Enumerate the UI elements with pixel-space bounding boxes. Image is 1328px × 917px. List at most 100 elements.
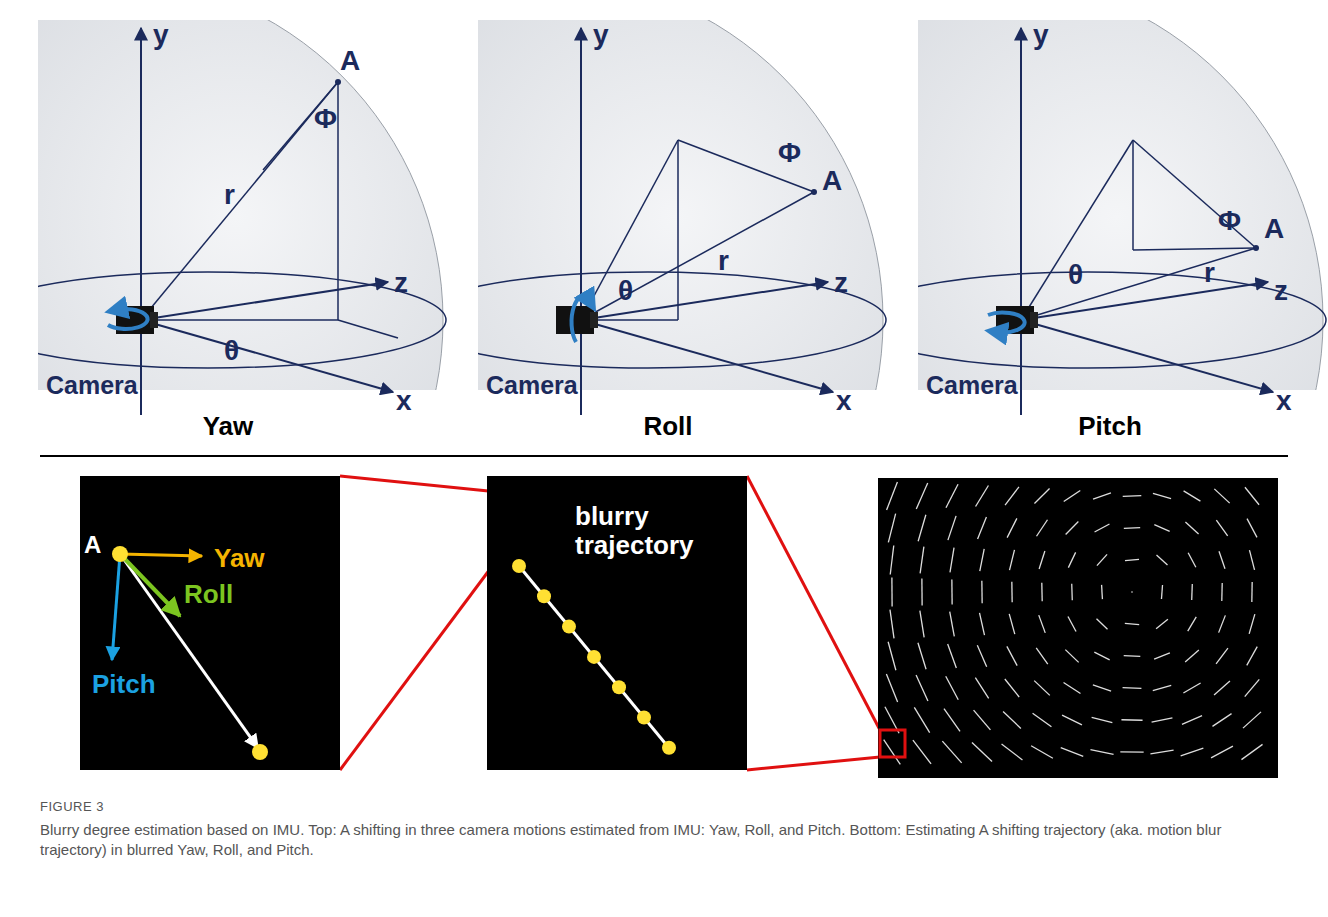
label-text: Pitch [92, 670, 156, 699]
construction-line [1133, 248, 1256, 250]
z-axis [141, 282, 388, 320]
label-text: Φ [1218, 206, 1241, 237]
z-axis [1021, 282, 1268, 320]
construction-line [141, 319, 338, 321]
label-text: A [822, 166, 842, 197]
blur-stroke [1249, 614, 1255, 634]
construction-line [141, 82, 338, 320]
x-axis [1021, 320, 1273, 392]
construction-line [1021, 140, 1133, 320]
blur-stroke [1002, 744, 1023, 760]
blur-stroke [1249, 550, 1254, 570]
point-a [1253, 245, 1259, 251]
label-text: Φ [778, 138, 801, 169]
blur-stroke [1123, 687, 1142, 689]
blur-stroke [1031, 746, 1053, 758]
zoom-line [747, 757, 880, 770]
label-text: FIGURE 3 [40, 800, 104, 814]
blur-stroke [916, 675, 928, 701]
label-text: z [394, 268, 408, 299]
sphere [918, 20, 1323, 390]
blur-stroke [1185, 522, 1198, 534]
point-a [811, 189, 817, 195]
label-text: θ [1068, 260, 1083, 291]
label-text: θ [618, 276, 633, 307]
blur-stroke [974, 710, 991, 730]
end-point [252, 744, 268, 760]
blur-stroke [1245, 487, 1259, 505]
blur-stroke [1034, 489, 1049, 504]
blur-stroke [1216, 520, 1227, 536]
blur-stroke [1156, 555, 1167, 565]
blur-stroke [946, 676, 959, 699]
point-a [335, 79, 341, 85]
equator [478, 272, 886, 368]
blur-stroke [1039, 551, 1045, 569]
blur-stroke [1061, 748, 1084, 757]
blur-stroke [1097, 619, 1108, 630]
label-text: Roll [643, 412, 692, 441]
blur-stroke [914, 707, 929, 732]
blur-stroke [921, 579, 923, 606]
blur-stroke [1245, 679, 1260, 696]
zoom-line [747, 476, 880, 730]
blur-stroke [1214, 489, 1229, 503]
blur-stroke [1041, 583, 1043, 602]
blur-stroke [1214, 681, 1230, 695]
blur-dot [1131, 591, 1133, 593]
blur-stroke [1003, 712, 1021, 729]
blur-stroke [887, 482, 898, 510]
zoom-panel: blurry trajectory [487, 476, 747, 770]
blur-stroke [1064, 683, 1081, 694]
trajectory-dot [562, 620, 576, 634]
blur-stroke [1124, 527, 1140, 529]
blur-stroke [1062, 715, 1082, 725]
blur-stroke [1216, 648, 1228, 664]
blur-stroke [972, 743, 992, 762]
blur-stroke [1154, 525, 1169, 532]
blur-stroke [1182, 716, 1202, 725]
point-a [112, 546, 128, 562]
sphere-group [38, 20, 446, 390]
blur-stroke [1152, 718, 1173, 722]
sphere [38, 20, 443, 390]
rotation-arrow [988, 312, 1025, 332]
blur-stroke [913, 740, 931, 764]
label-text: Camera [486, 372, 578, 400]
blur-stroke [1123, 495, 1142, 497]
blur-stroke [1153, 685, 1171, 690]
equator [918, 272, 1326, 368]
blur-field-panel [878, 478, 1278, 778]
blur-stroke [946, 484, 958, 507]
construction-line [1133, 140, 1256, 248]
blur-stroke [981, 581, 983, 604]
label-text: A [84, 532, 101, 558]
x-axis [581, 320, 833, 392]
blur-stroke [1191, 584, 1193, 600]
blur-stroke [1247, 519, 1257, 538]
blur-stroke [1095, 524, 1110, 532]
trajectory-dot [637, 711, 651, 725]
y-axis [140, 28, 142, 415]
blur-stroke [1064, 490, 1081, 501]
label-text: r [718, 246, 729, 277]
blur-stroke [950, 548, 954, 573]
blur-stroke [1068, 552, 1075, 567]
label-text: y [1033, 20, 1049, 51]
blur-stroke [1101, 585, 1103, 599]
label-text: A [1264, 214, 1284, 245]
label-text: Φ [314, 104, 337, 135]
panel-drawing [80, 476, 340, 770]
blur-stroke [951, 580, 953, 605]
blur-stroke [1150, 750, 1173, 754]
blur-stroke [1125, 559, 1139, 560]
camera-lens [150, 312, 158, 328]
equator [38, 272, 446, 368]
rotation-arrow [108, 309, 148, 329]
blur-stroke [1065, 650, 1078, 663]
construction-line [263, 82, 338, 170]
blur-stroke [1124, 655, 1141, 657]
label-text: z [834, 268, 848, 299]
blur-stroke [978, 517, 987, 539]
